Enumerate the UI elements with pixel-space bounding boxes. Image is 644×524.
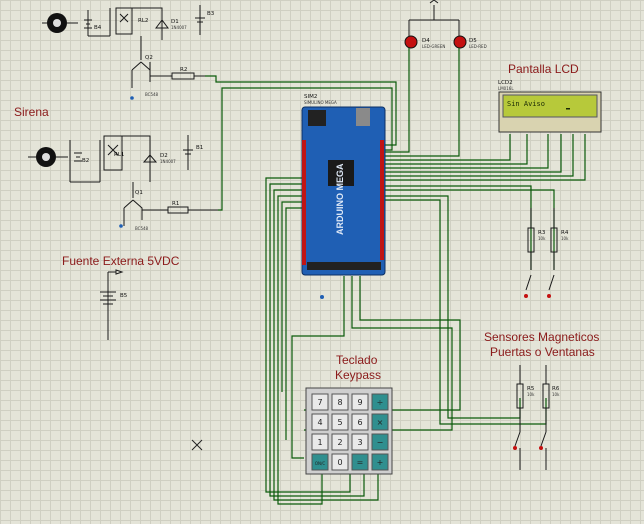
keypad-key-label: 6 [357,418,362,427]
label-d5: D5 [469,38,477,44]
title-puertas-ventanas: Puertas o Ventanas [490,345,595,359]
title-sirena: Sirena [14,105,49,119]
svg-text:LED-GREEN: LED-GREEN [422,44,445,49]
label-r3: R3 [538,230,546,236]
svg-text:10k: 10k [538,236,546,241]
keypad-key[interactable] [311,453,329,471]
svg-text:10k: 10k [561,236,569,241]
label-r2: R2 [180,67,187,73]
label-d1: D1 [171,19,179,25]
led-indicators: D4 LED-GREEN D5 LED-RED [404,0,487,49]
svg-text:SIMULINO MEGA: SIMULINO MEGA [304,100,337,105]
keypad-key[interactable] [371,413,389,431]
keypad-key-label: 1 [317,438,322,447]
keypad-key[interactable] [311,413,329,431]
keypad-key[interactable] [351,453,369,471]
svg-text:BC548: BC548 [145,92,159,97]
keypad-key-label: 5 [337,418,342,427]
arduino-mega-board: SIM2 SIMULINO MEGA ARDUINO MEGA [301,94,386,276]
label-rl2: RL2 [138,18,148,24]
keypad-key[interactable] [331,453,349,471]
lcd-display-text: Sin Aviso [507,100,545,108]
top-relay-circuit: B4 RL2 D1 1N4007 B3 Q2 BC548 R2 [42,5,215,100]
label-lcd2: LCD2 [498,80,513,86]
title-fuente-externa: Fuente Externa 5VDC [62,254,180,268]
keypad-key[interactable] [331,413,349,431]
svg-text:LED-RED: LED-RED [469,44,487,49]
cursor-cross-icon [191,439,203,451]
siren-relay-circuit: B2 RL1 D2 1N4007 B1 Q1 BC548 R1 [28,135,218,231]
svg-text:1N4007: 1N4007 [160,159,176,164]
label-r5: R5 [527,386,535,392]
title-pantalla-lcd: Pantalla LCD [508,62,579,76]
label-sim2: SIM2 [304,94,317,100]
label-b3: B3 [207,11,215,17]
magnetic-sensors: R3 10k R4 10k R5 10k R6 10k [513,208,569,470]
power-supply-b5: B5 [100,269,128,340]
keypad-key-label: 8 [337,398,342,407]
keypad-key-label: 4 [317,418,322,427]
keypad-key-label: × [377,418,384,427]
lcd-module: LCD2 LM016L Sin Aviso [498,80,602,133]
label-d2: D2 [160,153,168,159]
svg-text:1N4007: 1N4007 [171,25,187,30]
keypad-key[interactable] [351,433,369,451]
led-green-icon [404,35,418,49]
led-red-icon [453,35,467,49]
keypad-key-label: 9 [357,398,362,407]
keypad-key-label: + [377,458,384,467]
label-r6: R6 [552,386,560,392]
keypad-key-label: − [377,438,384,447]
arduino-logo: ARDUINO MEGA [335,163,345,235]
title-keypass: Keypass [335,368,381,382]
keypad-key-label: 7 [317,398,322,407]
label-b2: B2 [82,158,89,164]
label-r1: R1 [172,201,179,207]
svg-text:10k: 10k [527,392,535,397]
keypad-key-label: 0 [337,458,342,467]
keypad-key-label: 2 [337,438,342,447]
keypad-key[interactable] [351,413,369,431]
probe-dot [320,295,324,299]
keypad-key[interactable] [371,453,389,471]
keypad-key-label: ÷ [377,398,384,407]
label-q2: Q2 [145,55,153,61]
keypad-key-label: 3 [357,438,362,447]
svg-text:BC548: BC548 [135,226,149,231]
keypad-key[interactable] [311,393,329,411]
label-d4: D4 [422,38,430,44]
keypad-key[interactable] [371,393,389,411]
keypad-key[interactable] [351,393,369,411]
keypad-key[interactable] [371,433,389,451]
title-sensores: Sensores Magneticos [484,330,599,344]
lcd-screen [502,94,598,118]
keypad-key[interactable] [311,433,329,451]
label-b4: B4 [94,25,102,31]
label-rl1: RL1 [114,152,124,158]
svg-text:10k: 10k [552,392,560,397]
title-teclado: Teclado [336,353,378,367]
label-q1: Q1 [135,190,143,196]
keypad-key[interactable] [331,433,349,451]
svg-text:LM016L: LM016L [498,86,514,91]
label-b5: B5 [120,293,128,299]
keypad-key-label: = [357,458,364,467]
label-r4: R4 [561,230,569,236]
keypad-key-label: ON/C [315,461,325,466]
label-b1: B1 [196,145,203,151]
keypad-keys: 7 8 9 ÷ 4 5 6 × 1 2 3 − ON/C 0 = + [311,393,389,471]
keypad-key[interactable] [331,393,349,411]
